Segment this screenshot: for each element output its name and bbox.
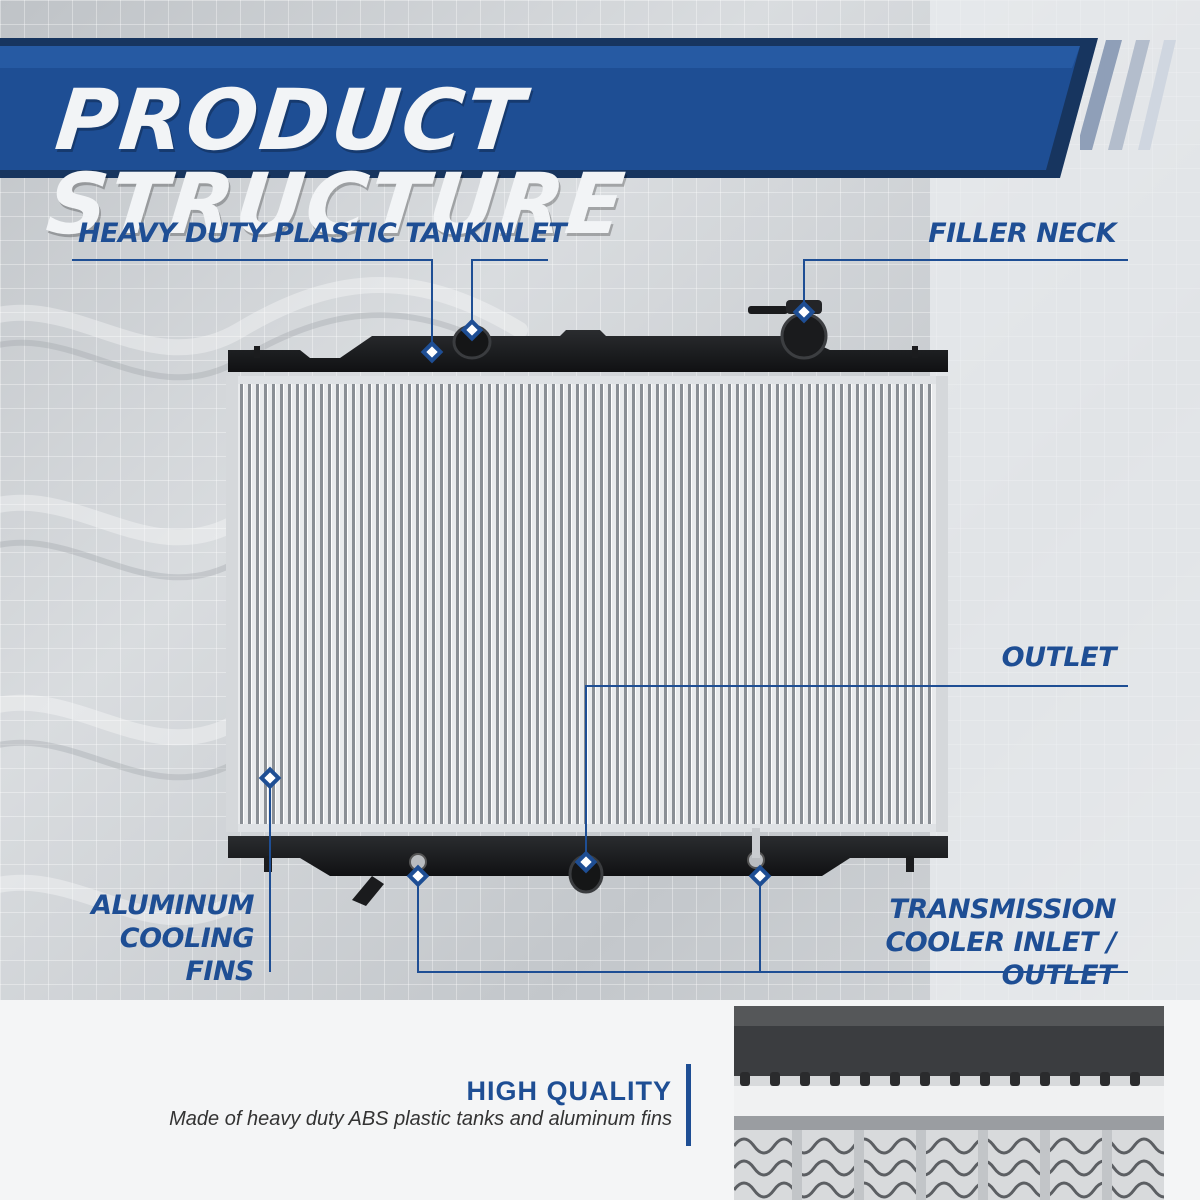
callout-trans-line2: COOLER INLET / OUTLET bbox=[885, 926, 1116, 991]
outlet-callout-line bbox=[585, 685, 1128, 862]
inlet-callout-line bbox=[471, 259, 548, 330]
callout-fins-line2: COOLING FINS bbox=[119, 922, 255, 987]
feature-description: Made of heavy duty ABS plastic tanks and… bbox=[169, 1108, 672, 1130]
fin-closeup-image bbox=[734, 1006, 1164, 1200]
callout-outlet: OUTLET bbox=[1001, 642, 1117, 673]
top-tank bbox=[228, 330, 948, 372]
feature-title: HIGH QUALITY bbox=[466, 1076, 672, 1106]
callout-inlet: INLET bbox=[482, 218, 567, 249]
callout-trans-line1: TRANSMISSION bbox=[889, 894, 1116, 925]
tank-callout-line bbox=[72, 259, 433, 352]
filler-callout-line bbox=[803, 259, 1128, 312]
feature-accent-bar bbox=[686, 1064, 691, 1146]
title-banner: PRODUCT STRUCTURE bbox=[0, 38, 1120, 253]
callout-cooling-fins: ALUMINUM COOLING FINS bbox=[76, 890, 254, 989]
callout-fins-line1: ALUMINUM bbox=[91, 890, 254, 921]
callout-filler-neck: FILLER NECK bbox=[928, 218, 1116, 249]
callout-lines bbox=[72, 259, 1128, 973]
decorative-stripes bbox=[1080, 40, 1176, 150]
banner-shape bbox=[0, 38, 1098, 178]
callout-plastic-tank: HEAVY DUTY PLASTIC TANK bbox=[78, 218, 484, 249]
trans-callout-line bbox=[417, 876, 1128, 973]
callout-transmission-cooler: TRANSMISSION COOLER INLET / OUTLET bbox=[786, 894, 1116, 993]
radiator-diagram bbox=[72, 259, 1128, 973]
